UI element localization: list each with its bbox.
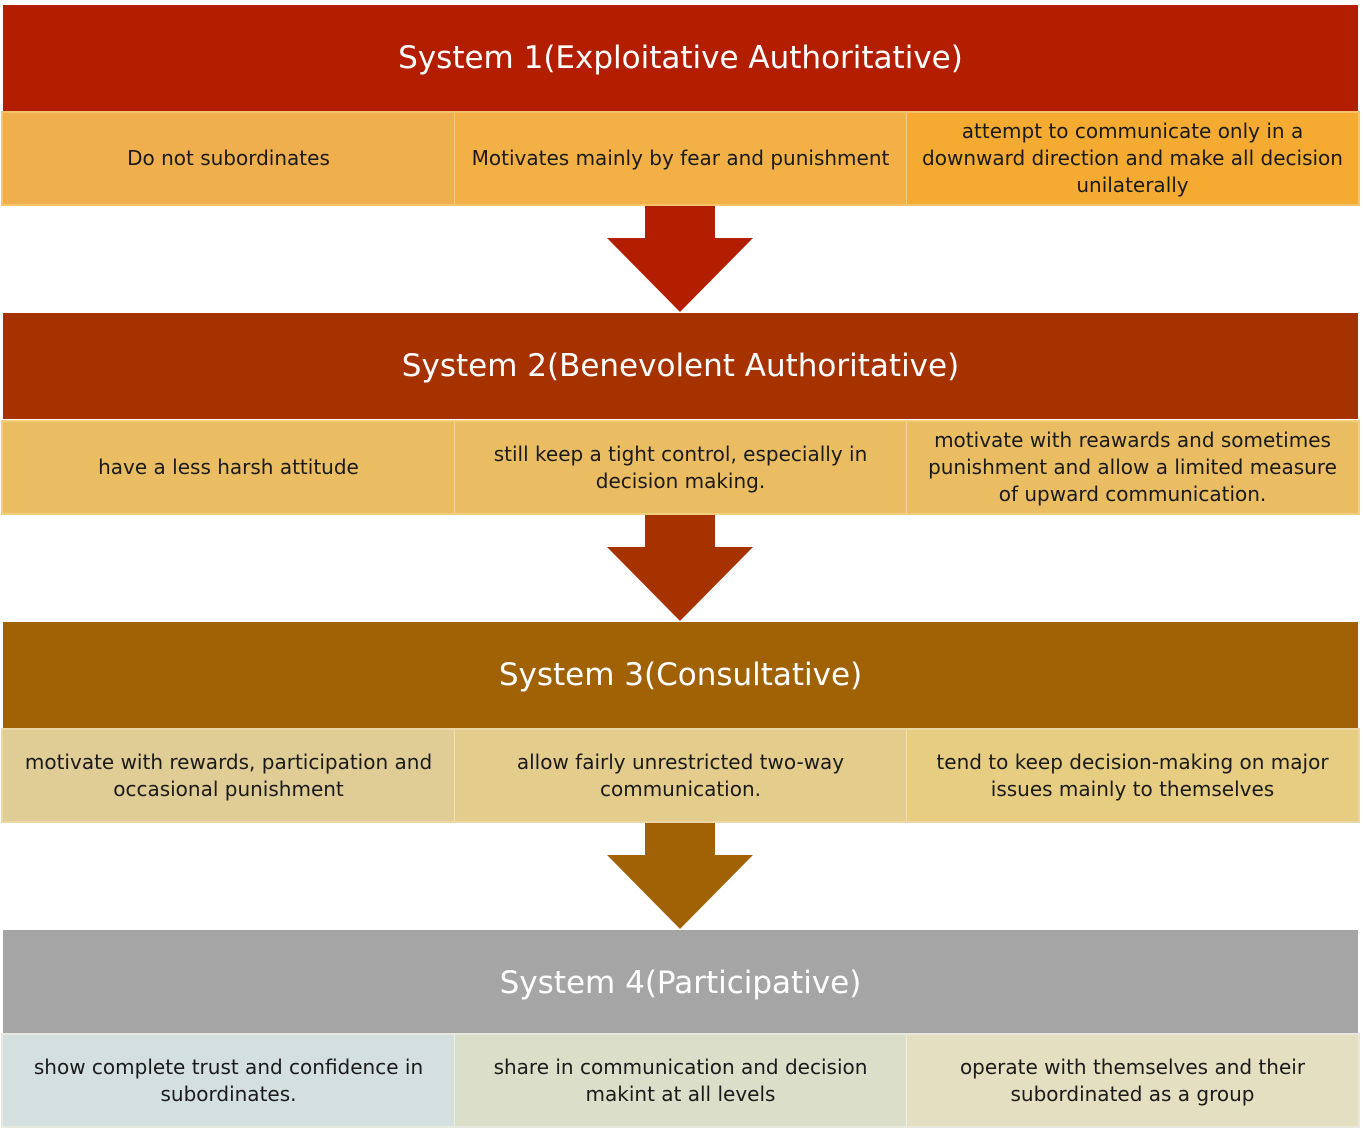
down-arrow-icon [607, 515, 753, 621]
arrow-1-shape [607, 206, 753, 312]
system-2-trait-2: still keep a tight control, especially i… [454, 422, 907, 513]
system-4-trait-3: operate with themselves and their subord… [907, 1035, 1358, 1126]
system-2-header: System 2(Benevolent Authoritative) [3, 313, 1358, 419]
arrow-3-shape [607, 823, 753, 929]
system-1-trait-3: attempt to communicate only in a downwar… [907, 113, 1358, 204]
system-2-trait-1: have a less harsh attitude [3, 422, 454, 513]
system-3-trait-2: allow fairly unrestricted two-way commun… [454, 730, 907, 821]
system-1-trait-1: Do not subordinates [3, 113, 454, 204]
down-arrow-icon [607, 206, 753, 312]
system-1-header: System 1(Exploitative Authoritative) [3, 5, 1358, 111]
system-1-trait-2: Motivates mainly by fear and punishment [454, 113, 907, 204]
system-3-trait-1: motivate with rewards, participation and… [3, 730, 454, 821]
system-4-header: System 4(Participative) [3, 930, 1358, 1036]
system-1-traits: Do not subordinates Motivates mainly by … [1, 111, 1360, 206]
system-3-traits: motivate with rewards, participation and… [1, 728, 1360, 823]
system-2-traits: have a less harsh attitude still keep a … [1, 420, 1360, 515]
down-arrow-icon [607, 823, 753, 929]
system-2-trait-3: motivate with reawards and sometimes pun… [907, 422, 1358, 513]
system-3-header: System 3(Consultative) [3, 622, 1358, 728]
system-4-trait-2: share in communication and decision maki… [454, 1035, 907, 1126]
system-3-trait-3: tend to keep decision-making on major is… [907, 730, 1358, 821]
system-4-trait-1: show complete trust and confidence in su… [3, 1035, 454, 1126]
arrow-2-shape [607, 515, 753, 621]
system-4-traits: show complete trust and confidence in su… [1, 1033, 1360, 1128]
